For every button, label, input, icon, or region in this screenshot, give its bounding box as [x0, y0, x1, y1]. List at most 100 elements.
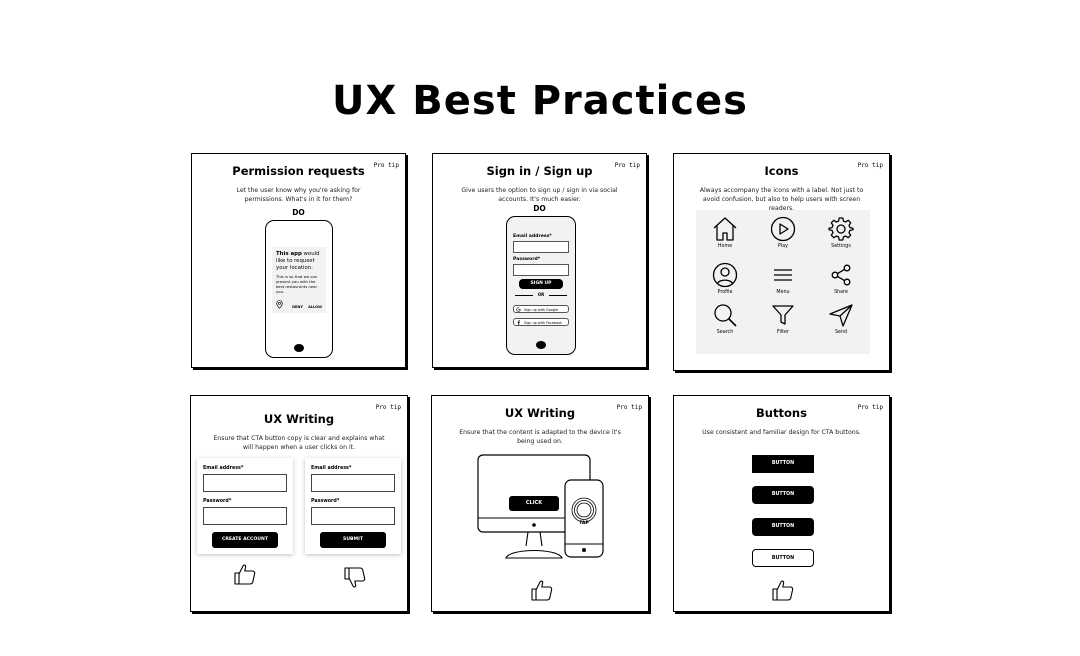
email-label: Email address* — [203, 466, 244, 471]
location-pin-icon — [276, 300, 283, 309]
dialog-reason: This is so that we can present you with … — [276, 274, 318, 294]
send-icon — [829, 304, 853, 327]
button-rounded-filled[interactable]: BUTTON — [752, 486, 814, 504]
profile-icon — [712, 262, 738, 288]
create-account-button[interactable]: CREATE ACCOUNT — [212, 532, 278, 548]
do-label: DO — [292, 208, 305, 217]
icon-label: Send — [834, 330, 848, 335]
email-label: Email address* — [513, 234, 552, 239]
phone-home-button — [536, 341, 546, 349]
icon-label: Filter — [777, 330, 789, 335]
icon-cell-menu: Menu — [754, 262, 812, 295]
icon-cell-share: Share — [812, 262, 870, 295]
good-cta-form: Email address* Password* CREATE ACCOUNT — [197, 458, 293, 554]
card-icons: Pro tip Icons Always accompany the icons… — [673, 153, 890, 371]
dialog-message: would like to request your location. — [276, 251, 320, 271]
submit-button[interactable]: SUBMIT — [320, 532, 386, 548]
icon-cell-settings: Settings — [812, 216, 870, 249]
icon-label: Menu — [776, 290, 790, 295]
password-field[interactable] — [311, 507, 395, 525]
share-icon — [831, 264, 851, 286]
play-icon — [770, 216, 796, 242]
thumbs-down-icon — [344, 567, 366, 588]
pro-tip-label: Pro tip — [616, 404, 642, 411]
password-label: Password* — [203, 499, 232, 504]
icon-cell-filter: Filter — [754, 302, 812, 335]
card-title: UX Writing — [263, 412, 335, 426]
dialog-app-name: This app — [276, 251, 302, 257]
card-description: Give users the option to sign up / sign … — [461, 187, 618, 203]
icon-label: Search — [716, 330, 734, 335]
page-title: UX Best Practices — [332, 78, 748, 124]
password-field[interactable] — [203, 507, 287, 525]
desktop-monitor-icon — [477, 454, 591, 559]
button-rounded-filled-2[interactable]: BUTTON — [752, 518, 814, 536]
home-icon — [713, 217, 737, 241]
sign-up-button[interactable]: SIGN UP — [519, 279, 563, 289]
icon-label: Profile — [717, 290, 733, 295]
thumbs-up-icon — [772, 580, 794, 601]
phone-home-button — [294, 344, 304, 352]
pro-tip-label: Pro tip — [614, 162, 640, 169]
email-label: Email address* — [311, 466, 352, 471]
card-title: Sign in / Sign up — [486, 164, 593, 178]
allow-button[interactable]: ALLOW — [308, 305, 322, 309]
card-description: Use consistent and familiar design for C… — [702, 429, 861, 436]
icon-label: Play — [777, 244, 788, 249]
password-field[interactable] — [513, 264, 569, 276]
card-title: UX Writing — [504, 406, 576, 420]
phone-mockup: This app would like to request your loca… — [265, 220, 333, 358]
gear-icon — [828, 217, 854, 241]
button-square-filled[interactable]: BUTTON — [752, 455, 814, 473]
email-field[interactable] — [513, 241, 569, 253]
search-icon — [714, 304, 737, 327]
card-description: Always accompany the icons with a label.… — [699, 187, 864, 212]
pro-tip-label: Pro tip — [857, 162, 883, 169]
facebook-icon — [517, 320, 520, 325]
facebook-signup-label: Sign up with Facebook — [524, 321, 563, 325]
card-title: Icons — [764, 164, 799, 178]
email-field[interactable] — [203, 474, 287, 492]
card-sign-in-sign-up: Pro tip Sign in / Sign up Give users the… — [432, 153, 647, 368]
card-description: Ensure that CTA button copy is clear and… — [213, 435, 385, 451]
password-label: Password* — [311, 499, 340, 504]
deny-button[interactable]: DENY — [292, 305, 303, 309]
icon-cell-search: Search — [696, 302, 754, 335]
card-description: Ensure that the content is adapted to th… — [459, 429, 621, 445]
icon-label: Settings — [831, 244, 851, 249]
card-ux-writing-cta: Pro tip UX Writing Ensure that CTA butto… — [190, 395, 408, 612]
tap-button[interactable]: TAP — [579, 521, 589, 526]
do-label: DO — [533, 204, 546, 213]
phone-mockup: Email address* Password* SIGN UP OR Sign… — [506, 216, 576, 355]
devices-illustration — [477, 454, 604, 559]
email-field[interactable] — [311, 474, 395, 492]
card-buttons: Pro tip Buttons Use consistent and famil… — [673, 395, 890, 612]
pro-tip-label: Pro tip — [375, 404, 401, 411]
pro-tip-label: Pro tip — [857, 404, 883, 411]
click-button[interactable]: CLICK — [509, 496, 559, 511]
button-outlined[interactable]: BUTTON — [752, 549, 814, 567]
thumbs-up-icon — [234, 564, 256, 585]
bad-cta-form: Email address* Password* SUBMIT — [305, 458, 401, 554]
card-description: Let the user know why you're asking for … — [236, 187, 361, 203]
smartphone-icon — [564, 479, 604, 558]
google-signup-button[interactable]: Sign up with Google — [513, 305, 569, 313]
icon-label: Share — [834, 290, 848, 295]
permission-dialog: This app would like to request your loca… — [272, 247, 326, 313]
icon-cell-send: Send — [812, 302, 870, 335]
google-icon — [516, 307, 521, 312]
icon-cell-home: Home — [696, 216, 754, 249]
card-title: Buttons — [756, 406, 807, 420]
filter-icon — [772, 305, 794, 325]
card-title: Permission requests — [232, 164, 365, 178]
google-signup-label: Sign up with Google — [524, 308, 559, 312]
icon-cell-profile: Profile — [696, 262, 754, 295]
thumbs-up-icon — [531, 580, 553, 601]
card-permission-requests: Pro tip Permission requests Let the user… — [191, 153, 406, 368]
icon-label: Home — [717, 244, 733, 249]
facebook-signup-button[interactable]: Sign up with Facebook — [513, 318, 569, 326]
icon-cell-play: Play — [754, 216, 812, 249]
menu-icon — [774, 269, 792, 281]
or-divider: OR — [515, 292, 567, 298]
password-label: Password* — [513, 257, 541, 262]
